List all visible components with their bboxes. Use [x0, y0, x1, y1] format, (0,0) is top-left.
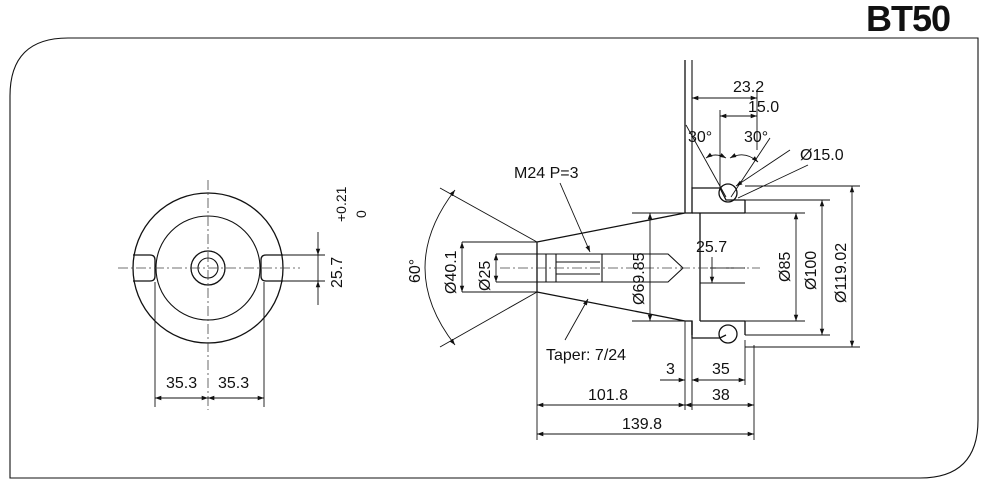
groove-ball-top: [718, 183, 738, 203]
angle-30-left: 30°: [688, 129, 712, 146]
dim-35: 35: [712, 361, 730, 378]
angle-leg-right: [730, 137, 771, 198]
groove-ball-bottom: [718, 324, 738, 344]
thread-label: M24 P=3: [514, 165, 579, 182]
dim-25-7: 25.7: [696, 239, 727, 256]
dim-38: 38: [712, 387, 730, 404]
dim-d15: Ø15.0: [800, 147, 844, 164]
dim-139-8: 139.8: [622, 416, 662, 433]
angle-60-leg-bottom: [439, 291, 538, 348]
dim-d40: Ø40.1: [443, 250, 460, 294]
dim-d119: Ø119.02: [833, 243, 850, 303]
dim-15-0: 15.0: [748, 99, 779, 116]
spindle-contour: [691, 200, 746, 335]
front-view: 35.3 35.3 25.7 +0.21 0: [118, 180, 369, 410]
dim-label-left: 35.3: [166, 375, 197, 392]
tolerance-upper: +0.21: [333, 186, 349, 222]
side-view: 60° Ø40.1 Ø25 M24 P=3 Taper: 7/24 Ø69.85…: [407, 60, 860, 440]
taper-label: Taper: 7/24: [546, 347, 626, 364]
dim-d85: Ø85: [777, 252, 794, 282]
taper-leader: [564, 298, 589, 341]
dim-101-8: 101.8: [588, 387, 628, 404]
dim-label-right: 35.3: [218, 375, 249, 392]
dim-d25: Ø25: [477, 261, 494, 291]
angle-30-arc-right: [729, 153, 759, 163]
angle-leg-left: [685, 124, 727, 198]
model-title: BT50: [866, 0, 951, 39]
angle-60-arc: [424, 189, 456, 346]
angle-30-right: 30°: [744, 129, 768, 146]
dim-d100: Ø100: [803, 251, 820, 290]
drive-slot-right: [260, 254, 283, 282]
ball-leader-outer: [737, 164, 809, 199]
angle-60-leg-top: [439, 187, 538, 243]
angle-60-label: 60°: [407, 259, 424, 283]
dim-23-2: 23.2: [733, 79, 764, 96]
ball-leader: [735, 149, 791, 187]
drawing-frame: [9, 37, 979, 479]
angle-30-arc-left: [705, 152, 727, 159]
dim-3: 3: [666, 361, 675, 378]
thread-leader: [559, 182, 591, 253]
tolerance-lower: 0: [353, 210, 369, 218]
slot-height-label: 25.7: [329, 257, 346, 288]
dim-d69: Ø69.85: [631, 252, 648, 305]
